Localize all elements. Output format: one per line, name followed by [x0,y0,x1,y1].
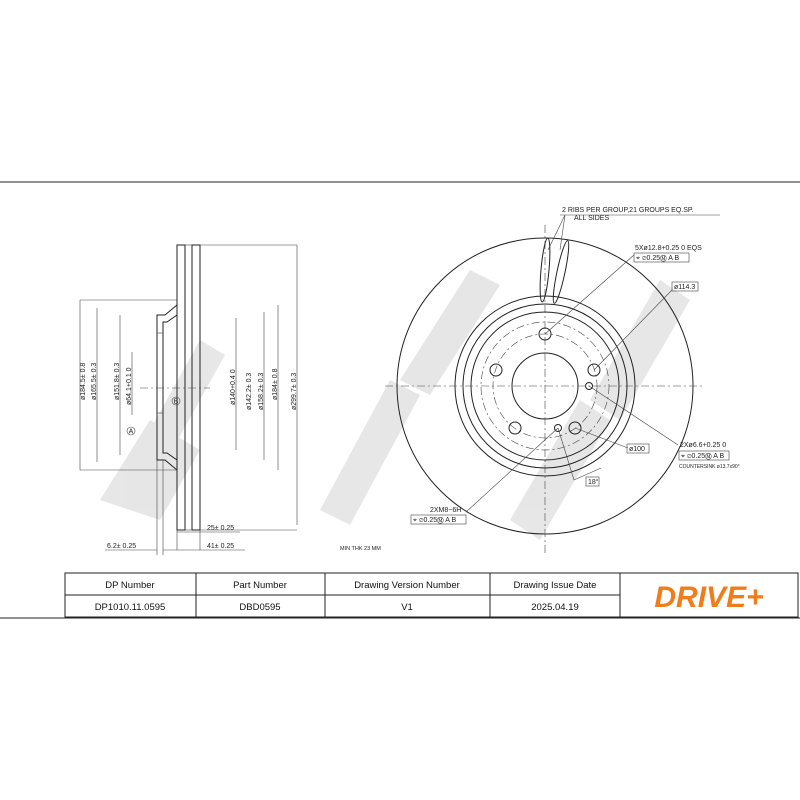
value-dp-number: DP1010.11.0595 [95,602,166,613]
dim-151-8: ø151.8± 0.3 [114,363,121,400]
dim-165-5: ø165.5± 0.3 [91,363,98,400]
datum-a: A [129,429,134,436]
dim-6-2: 6.2± 0.25 [107,543,136,550]
min-thickness: MIN THK 23 MM [340,546,381,552]
dim-142-2: ø142.2± 0.3 [246,373,253,410]
value-part-number: DBD0595 [239,602,280,613]
dim-184-5: ø184.5± 0.8 [80,363,87,400]
dim-299-7: ø299.7± 0.3 [291,373,298,410]
header-part-number: Part Number [233,580,287,591]
ribs-note: 2 RIBS PER GROUP,21 GROUPS EQ.SP. [562,207,694,214]
ref-circle-dimension: ø100 [629,446,645,453]
title-block: DP Number Part Number Drawing Version Nu… [64,572,799,618]
holes-5-note: 5Xø12.8+0.25 0 EQS [635,245,702,252]
pcd-dimension: ø114.3 [674,284,695,291]
dim-140: ø140+0.4 0 [230,369,237,405]
value-issue-date: 2025.04.19 [531,602,579,613]
datum-b: B [174,399,179,406]
thread-tolerance: ⌖ ⌀0.25Ⓜ A B [413,517,456,524]
header-dp-number: DP Number [105,580,154,591]
holes-2-tolerance: ⌖ ⌀0.25Ⓜ A B [681,453,724,460]
drive-logo: DRIVE+ [654,581,763,614]
dim-64-1: ø64.1+0.1 0 [126,367,133,405]
value-version: V1 [401,602,413,613]
ribs-note-2: ALL SIDES [574,215,609,222]
dim-41: 41± 0.25 [207,543,234,550]
angle-dimension: 18° [588,478,599,486]
header-issue-date: Drawing Issue Date [514,580,597,591]
header-version: Drawing Version Number [354,580,460,591]
front-view: 2 RIBS PER GROUP,21 GROUPS EQ.SP. ALL SI… [340,207,740,555]
dim-158-2: ø158.2± 0.3 [258,373,265,410]
countersink-note: COUNTERSINK ø13.7x90° [679,464,740,470]
dim-25: 25± 0.25 [207,525,234,532]
holes-2-note: 2Xø6.6+0.25 0 [680,442,726,449]
dim-184: ø184± 0.8 [272,368,279,400]
thread-note: 2XM8−6H [430,507,461,514]
watermark [100,270,690,540]
holes-5-tolerance: ⌖ ⌀0.25Ⓜ A B [636,255,679,262]
section-view: B A ø184.5± 0.8 ø165.5± 0.3 ø151.8± 0.3 … [79,244,298,555]
